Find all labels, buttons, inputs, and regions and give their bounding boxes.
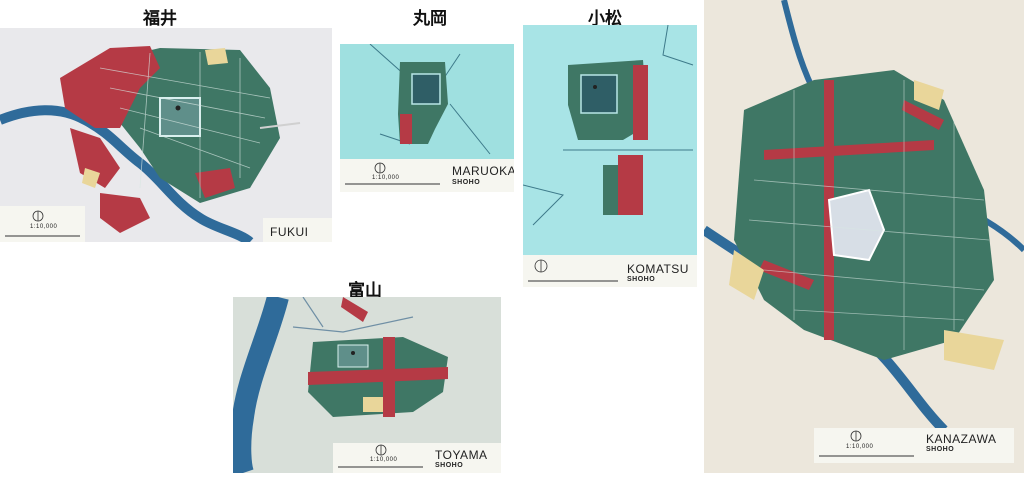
komatsu-sub: SHOHO bbox=[627, 276, 656, 283]
castle-mark bbox=[351, 351, 355, 355]
red-district bbox=[308, 367, 448, 385]
title-komatsu: 小松 bbox=[588, 9, 622, 29]
red-district bbox=[618, 155, 643, 215]
castle-mark bbox=[593, 85, 597, 89]
road bbox=[292, 297, 414, 333]
map-maruoka-graphic bbox=[340, 44, 514, 192]
castle-block bbox=[580, 74, 618, 114]
red-district bbox=[383, 337, 395, 417]
map-maruoka: 1:10,000 MARUOKA SHOHO bbox=[340, 44, 514, 192]
red-district bbox=[195, 168, 235, 198]
yellow-district bbox=[914, 80, 944, 110]
red-district bbox=[902, 100, 944, 130]
title-fukui: 福井 bbox=[143, 9, 177, 29]
map-toyama-graphic bbox=[233, 297, 501, 473]
road bbox=[369, 44, 491, 155]
title-maruoka: 丸岡 bbox=[413, 9, 447, 29]
map-komatsu-graphic bbox=[523, 25, 697, 287]
yellow-district bbox=[205, 48, 228, 65]
castle-mark bbox=[175, 105, 181, 111]
toyama-scale: 1:10,000 bbox=[370, 457, 398, 463]
red-district bbox=[400, 114, 412, 144]
red-district bbox=[633, 65, 648, 140]
red-district bbox=[100, 193, 150, 233]
map-toyama: 1:10,000 TOYAMA SHOHO bbox=[233, 297, 501, 473]
green-district bbox=[603, 165, 618, 215]
fukui-scale: 1:10,000 bbox=[30, 224, 58, 230]
maruoka-scale: 1:10,000 bbox=[372, 175, 400, 181]
toyama-label: TOYAMA bbox=[435, 448, 488, 462]
castle-block bbox=[411, 73, 441, 105]
map-komatsu: KOMATSU SHOHO bbox=[523, 25, 697, 287]
maruoka-label: MARUOKA bbox=[452, 164, 514, 178]
castle-block bbox=[159, 97, 201, 137]
kanazawa-scale: 1:10,000 bbox=[846, 444, 874, 450]
toyama-sub: SHOHO bbox=[435, 462, 464, 469]
title-toyama: 富山 bbox=[348, 281, 382, 301]
map-fukui-graphic bbox=[0, 28, 332, 242]
kanazawa-label: KANAZAWA bbox=[926, 432, 997, 446]
road bbox=[523, 25, 694, 226]
river bbox=[0, 105, 254, 242]
red-district bbox=[60, 46, 160, 128]
kanazawa-sub: SHOHO bbox=[926, 446, 955, 453]
yellow-district bbox=[363, 397, 383, 412]
red-district bbox=[70, 128, 120, 188]
red-district bbox=[341, 297, 368, 322]
red-district bbox=[764, 140, 934, 160]
fukui-label: FUKUI bbox=[270, 225, 309, 239]
castle-block bbox=[337, 344, 369, 368]
map-kanazawa-graphic bbox=[704, 0, 1024, 473]
castle-block bbox=[827, 188, 886, 262]
river bbox=[233, 297, 289, 473]
maruoka-sub: SHOHO bbox=[452, 179, 481, 186]
red-district bbox=[759, 260, 814, 290]
road bbox=[259, 122, 301, 129]
yellow-district bbox=[82, 168, 100, 188]
yellow-district bbox=[729, 250, 764, 300]
map-fukui: 1:10,000 FUKUI bbox=[0, 28, 332, 242]
map-kanazawa: 1:10,000 KANAZAWA SHOHO bbox=[704, 0, 1024, 473]
komatsu-label: KOMATSU bbox=[627, 262, 689, 276]
yellow-district bbox=[944, 330, 1004, 370]
